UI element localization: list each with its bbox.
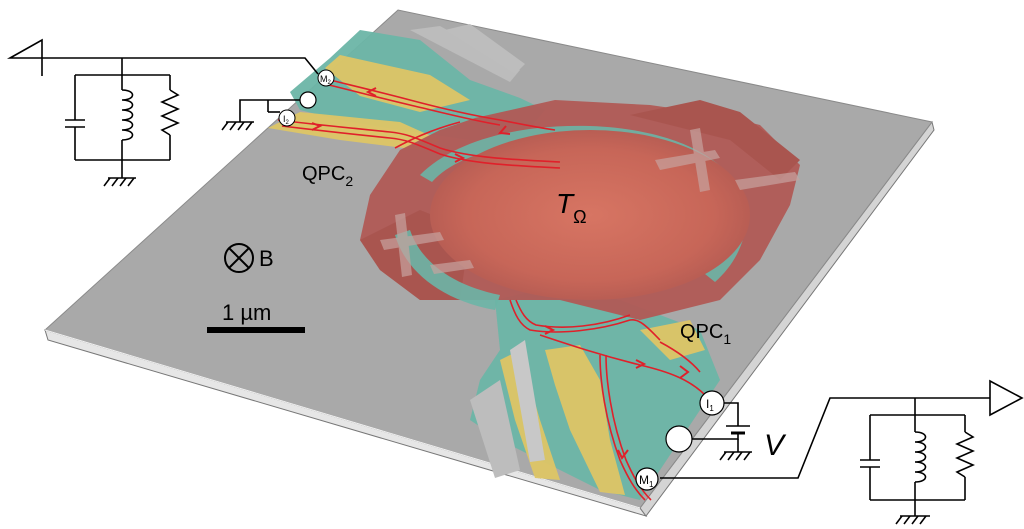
- island-gate-crosses: [380, 128, 800, 277]
- circuit-left: [6, 38, 319, 187]
- amplifier-left-icon: [6, 38, 43, 76]
- field-into-page-icon: [224, 243, 254, 273]
- scale-bar-label: 1 µm: [222, 300, 271, 325]
- contact-node-1: [665, 425, 693, 453]
- contact-circles: [278, 69, 725, 491]
- circuit-right: [660, 379, 1024, 525]
- svg-text:I1: I1: [706, 397, 714, 413]
- field-label: B: [259, 246, 274, 271]
- qpc1-label: QPC1: [680, 321, 731, 347]
- t-omega-label: TΩ: [556, 188, 587, 227]
- qpc2-label: QPC2: [302, 163, 353, 189]
- edge-channels: [277, 77, 706, 501]
- amplifier-right-icon: [989, 379, 1024, 417]
- svg-text:M2: M2: [320, 74, 332, 86]
- scale-bar: [207, 327, 305, 333]
- contact-m1: [635, 467, 659, 491]
- lower-gates: [470, 285, 720, 500]
- contact-m2: [317, 69, 335, 87]
- svg-text:M1: M1: [639, 473, 654, 489]
- contact-node-2: [299, 91, 317, 109]
- contact-labels: M2 I2 I1 M1: [283, 74, 714, 489]
- voltage-label: V: [764, 429, 787, 462]
- edge-channel-arrows: [311, 87, 690, 460]
- island-core: [430, 130, 750, 300]
- contact-i2: [278, 109, 296, 127]
- svg-text:I2: I2: [283, 114, 290, 126]
- upper-left-gates: [268, 24, 545, 150]
